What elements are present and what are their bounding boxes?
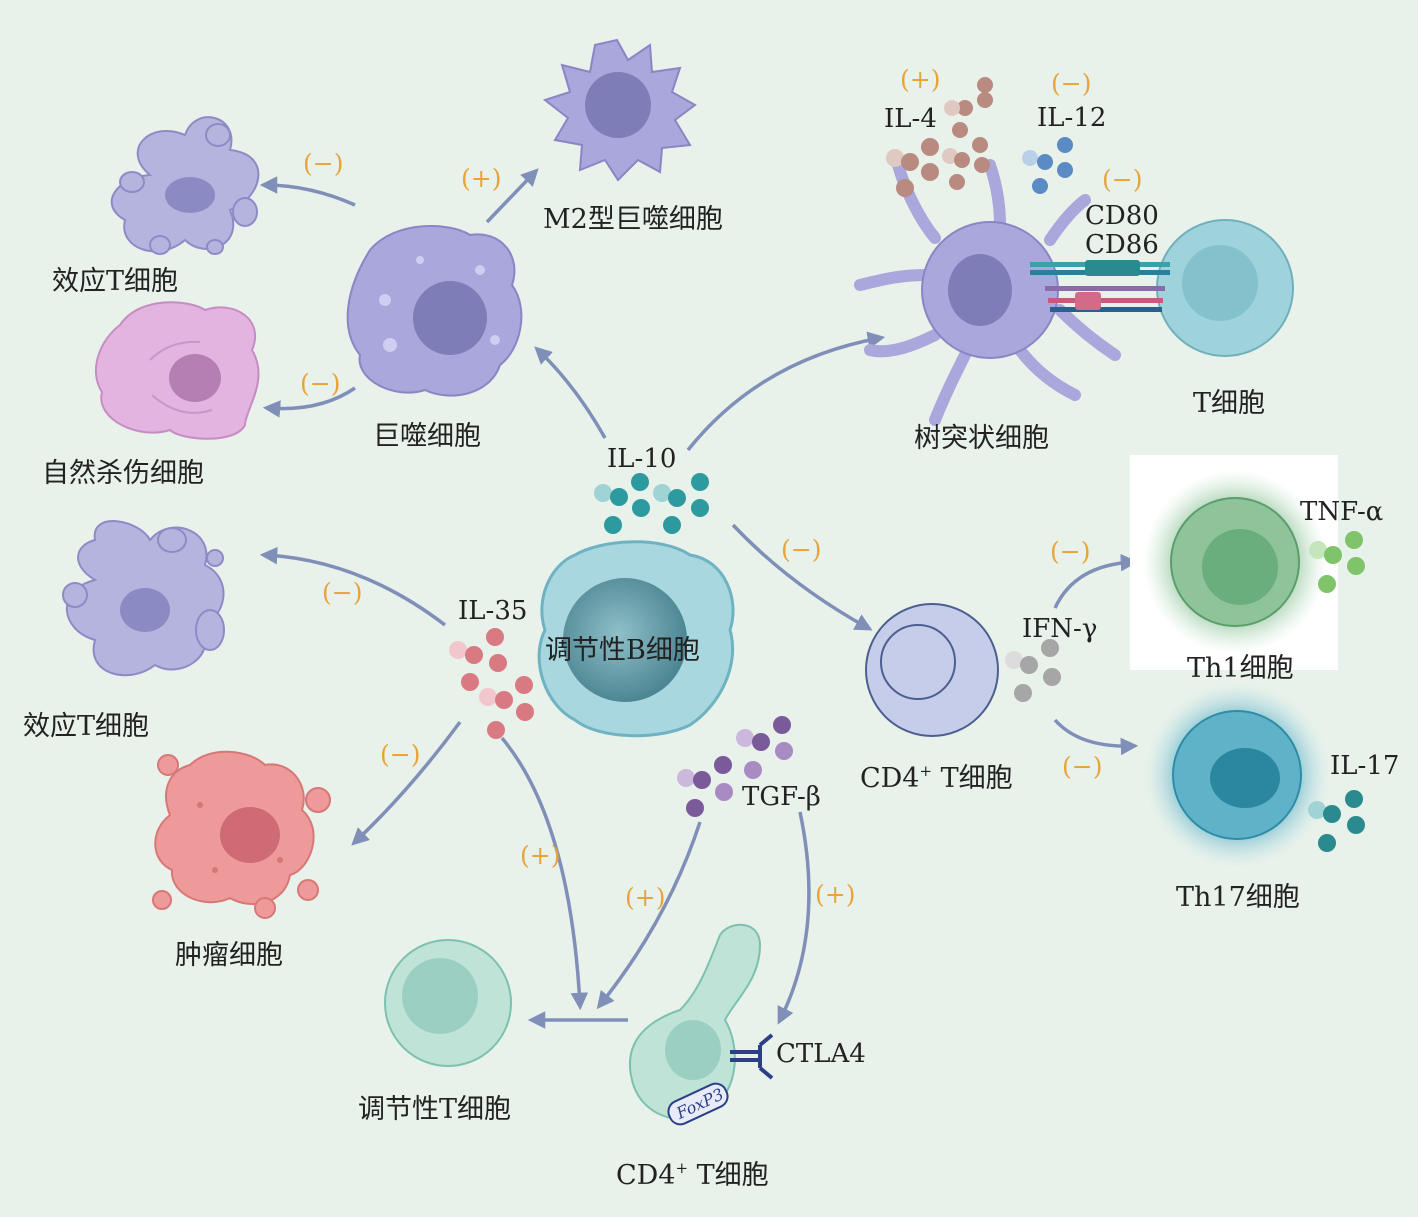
ifng-label: IFN-γ [1022, 614, 1097, 644]
regulatory-b-cell-shape [537, 540, 735, 738]
m2-macrophage-shape [542, 38, 697, 182]
arrow-to-effector-t-top [259, 176, 356, 207]
sign-il12: (−) [1051, 69, 1091, 98]
il4-dots [886, 77, 993, 197]
arrows [259, 168, 1139, 1029]
sign-effector-t-mid: (−) [322, 578, 362, 607]
arrow-il10-to-macrophage [534, 346, 607, 439]
arrow-il35-to-effector-t [259, 546, 447, 627]
arrow-il10-to-cd4 [731, 523, 873, 631]
arrow-tgfb-to-treg [596, 821, 702, 1010]
sign-nk: (−) [300, 369, 340, 398]
cd4-t-cell-right-shape [865, 603, 999, 737]
th1-cell-label: Th1细胞 [1187, 653, 1294, 684]
sign-il35-treg: (+) [520, 841, 560, 870]
effector-t-cell-mid-shape [62, 520, 225, 677]
arrow-ifng-to-th17 [1053, 718, 1139, 756]
th17-cell-shape [1145, 683, 1329, 867]
il10-dots [594, 473, 709, 534]
sign-tumor: (−) [380, 740, 420, 769]
ifng-dots [1005, 639, 1061, 702]
costimulatory-receptors [1030, 260, 1170, 312]
cd4-t-cell-bottom-shape: FoxP3 [629, 923, 774, 1126]
cd80-label: CD80 [1085, 201, 1159, 231]
tumor-cell-label: 肿瘤细胞 [175, 940, 283, 971]
effector-t-cell-top-shape [110, 116, 260, 255]
sign-th1: (−) [1050, 537, 1090, 566]
tgfb-label: TGF-β [742, 782, 821, 812]
sign-il4: (+) [900, 65, 940, 94]
tumor-cell-shape [152, 750, 331, 919]
arrow-il10-to-dendritic [686, 331, 886, 452]
arrow-tgfb-to-ctla4 [777, 811, 811, 1025]
macrophage-shape [346, 225, 523, 397]
il12-label: IL-12 [1037, 103, 1106, 133]
nk-cell-shape [94, 301, 260, 440]
arrow-il35-to-treg [500, 736, 589, 1011]
il35-label: IL-35 [458, 596, 527, 626]
dendritic-cell-shape [854, 159, 1121, 426]
cd86-label: CD86 [1085, 230, 1159, 260]
il17-dots [1308, 790, 1365, 852]
sign-th17: (−) [1062, 752, 1102, 781]
il12-dots [1022, 137, 1073, 194]
m2-macrophage-label: M2型巨噬细胞 [543, 204, 723, 235]
sign-cd4-right: (−) [781, 535, 821, 564]
ctla4-label: CTLA4 [776, 1039, 866, 1069]
t-cell-shape [1156, 219, 1294, 357]
il35-dots [449, 628, 534, 739]
tnfa-label: TNF-α [1300, 497, 1383, 527]
arrow-to-nk-cell [262, 386, 356, 418]
macrophage-label: 巨噬细胞 [373, 421, 481, 452]
il4-label: IL-4 [884, 104, 937, 134]
sign-cd80: (−) [1102, 165, 1142, 194]
regulatory-t-cell-shape [384, 939, 512, 1067]
th1-cell-shape [1130, 455, 1338, 670]
sign-effector-t-top: (−) [303, 149, 343, 178]
tnfa-dots [1309, 531, 1365, 593]
tgfb-dots [677, 716, 793, 817]
cd4-t-cell-right-label: CD4+ T细胞 [860, 762, 1013, 794]
sign-ctla4: (+) [815, 880, 855, 909]
il10-label: IL-10 [607, 444, 676, 474]
effector-t-cell-top-label: 效应T细胞 [52, 266, 178, 297]
dendritic-cell-label: 树突状细胞 [914, 423, 1049, 454]
nk-cell-label: 自然杀伤细胞 [42, 458, 204, 489]
sign-m2: (+) [461, 164, 501, 193]
arrow-ifng-to-th1 [1053, 553, 1139, 609]
t-cell-label: T细胞 [1193, 388, 1265, 419]
cd4-t-cell-bottom-label: CD4+ T细胞 [616, 1159, 769, 1191]
regulatory-b-cell-label: 调节性B细胞 [545, 635, 700, 666]
arrow-il35-to-tumor [351, 720, 462, 846]
il17-label: IL-17 [1330, 751, 1399, 781]
effector-t-cell-mid-label: 效应T细胞 [23, 711, 149, 742]
regulatory-t-cell-label: 调节性T细胞 [358, 1094, 511, 1125]
th17-cell-label: Th17细胞 [1176, 882, 1300, 913]
sign-tgfb-treg: (+) [625, 883, 665, 912]
arrow-to-m2-macrophage [485, 168, 539, 224]
